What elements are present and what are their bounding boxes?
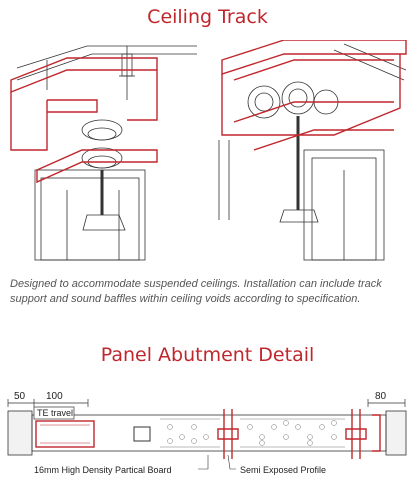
panel-core-hatch [160, 418, 345, 448]
callout-board-label: 16mm High Density Partical Board [34, 465, 172, 475]
semi-exposed-profile-joint [223, 409, 233, 459]
dim-100-label: 100 [46, 391, 63, 402]
te-travel-box [33, 406, 75, 420]
left-red-profile [35, 420, 95, 448]
left-wall-section [7, 410, 33, 456]
panel-abutment-detail-drawing: 50 100 80 TE travel 16mm High Density Pa… [7, 391, 407, 475]
dim-50-label: 50 [14, 391, 26, 402]
panel-abutment-heading: Panel Abutment Detail [100, 344, 315, 366]
right-wall-section [385, 410, 407, 456]
square-insert [133, 426, 151, 442]
dim-80-label: 80 [375, 391, 387, 402]
ceiling-track-illustration-right [218, 40, 407, 261]
ceiling-track-illustration-left [10, 45, 197, 261]
panel-outline [31, 414, 387, 452]
te-travel-label: TE travel [37, 408, 73, 418]
ceiling-track-description: Designed to accommodate suspended ceilin… [10, 278, 382, 305]
ceiling-track-heading: Ceiling Track [147, 6, 268, 28]
callout-profile-label: Semi Exposed Profile [240, 465, 326, 475]
